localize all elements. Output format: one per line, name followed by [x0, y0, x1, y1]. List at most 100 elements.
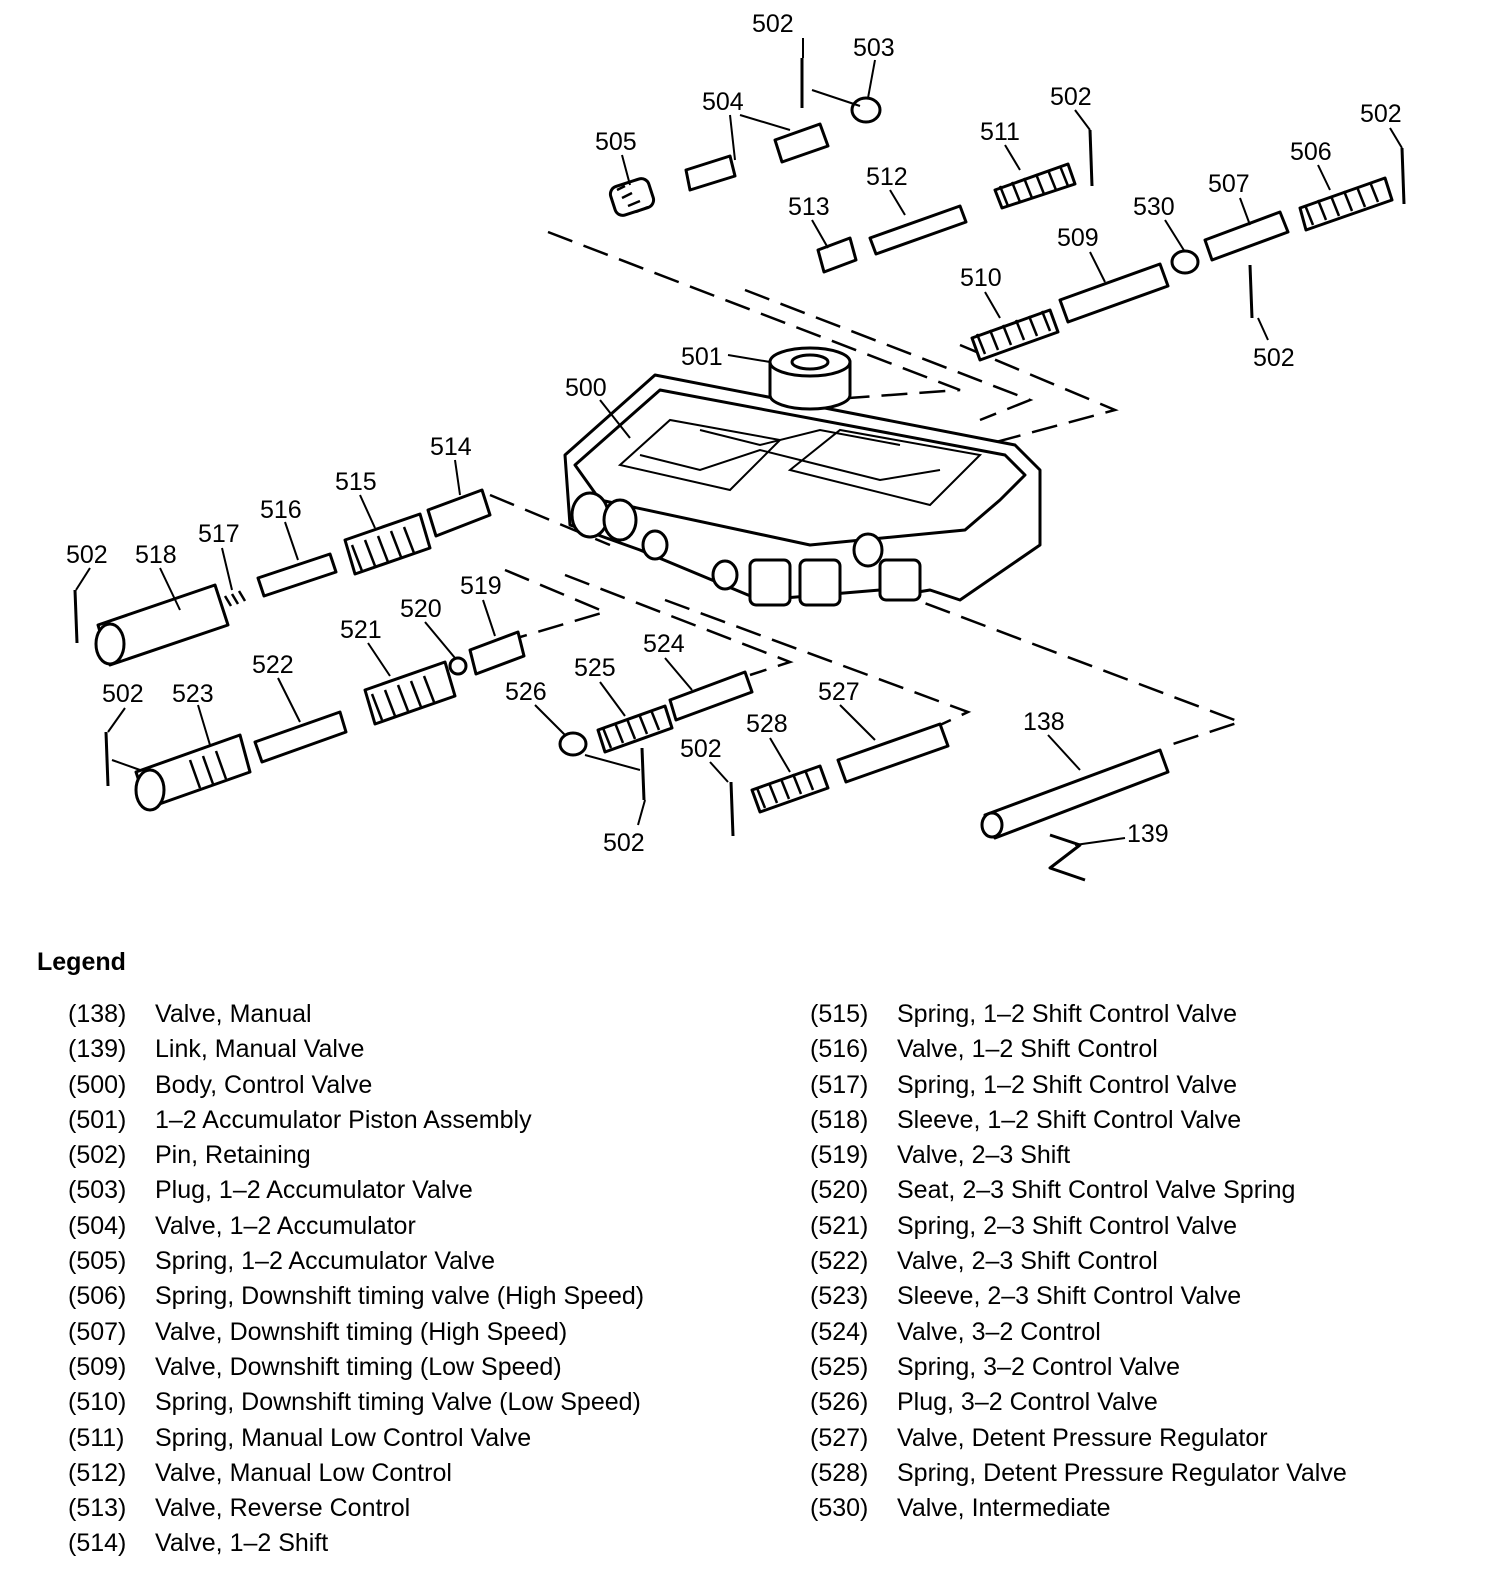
- legend-item-description: Plug, 1–2 Accumulator Valve: [155, 1176, 473, 1205]
- callout-label: 511: [980, 118, 1020, 146]
- legend-item: (502)Pin, Retaining: [68, 1141, 644, 1176]
- callout-label: 516: [260, 496, 302, 524]
- legend-item-description: Valve, Downshift timing (Low Speed): [155, 1352, 562, 1381]
- legend-item: (514)Valve, 1–2 Shift: [68, 1529, 644, 1564]
- callout-label: 505: [595, 128, 637, 156]
- callout-label: 523: [172, 680, 214, 708]
- callout-label: 502: [1253, 344, 1295, 372]
- callout-label: 502: [680, 735, 722, 763]
- legend-item: (518)Sleeve, 1–2 Shift Control Valve: [810, 1106, 1347, 1141]
- legend-item-description: Spring, Manual Low Control Valve: [155, 1423, 532, 1452]
- exploded-valve-body-diagram: 502 503 504 505 511 502 502 506 507 530 …: [66, 10, 1406, 882]
- legend-item-description: Valve, Downshift timing (High Speed): [155, 1317, 568, 1346]
- legend-item-description: Spring, 1–2 Shift Control Valve: [897, 1070, 1238, 1099]
- legend-item: (513) Valve, Reverse Control: [68, 1494, 644, 1529]
- legend-item: (528)Spring, Detent Pressure Regulator V…: [810, 1459, 1347, 1494]
- legend-item-description: Valve, 2–3 Shift Control: [897, 1247, 1158, 1276]
- legend-item-description: Valve, 1–2 Shift: [155, 1529, 329, 1558]
- legend-item: (524) Valve, 3–2 Control: [810, 1318, 1347, 1353]
- accumulator-piston: [768, 346, 852, 411]
- callout-label: 502: [66, 541, 108, 569]
- legend-item-number: (509): [68, 1352, 127, 1381]
- legend-item-description: Pin, Retaining: [155, 1141, 311, 1170]
- callout-label: 526: [505, 678, 547, 706]
- legend-item: (519)Valve, 2–3 Shift: [810, 1141, 1347, 1176]
- legend-item-description: Seat, 2–3 Shift Control Valve Spring: [897, 1176, 1296, 1205]
- legend-item: (525) Spring, 3–2 Control Valve: [810, 1353, 1347, 1388]
- legend-item: (139)Link, Manual Valve: [68, 1035, 644, 1070]
- legend-item-number: (517): [810, 1070, 869, 1099]
- legend-item-number: (511): [68, 1423, 125, 1452]
- callout-label: 513: [788, 193, 830, 221]
- legend-item-description: Valve, 1–2 Shift Control: [897, 1035, 1158, 1064]
- upper-valve-train: [608, 96, 1394, 362]
- callout-label: 502: [603, 829, 645, 857]
- legend-item-number: (527): [810, 1423, 869, 1452]
- legend-item: (504) Valve, 1–2 Accumulator: [68, 1212, 644, 1247]
- callout-label: 518: [135, 541, 177, 569]
- legend-title: Legend: [37, 948, 126, 976]
- legend-item-number: (507): [68, 1317, 127, 1346]
- legend-item-description: Valve, Manual Low Control: [155, 1458, 452, 1487]
- callout-label: 500: [565, 374, 607, 402]
- legend-item-description: Spring, Downshift timing valve (High Spe…: [155, 1282, 645, 1311]
- callout-label: 501: [681, 343, 723, 371]
- legend-item-description: Valve, Reverse Control: [155, 1494, 411, 1523]
- legend-item-number: (512): [68, 1458, 127, 1487]
- callout-label: 515: [335, 468, 377, 496]
- legend-item: (517) Spring, 1–2 Shift Control Valve: [810, 1071, 1347, 1106]
- callout-label: 510: [960, 264, 1002, 292]
- legend-item: (503) Plug, 1–2 Accumulator Valve: [68, 1176, 644, 1211]
- legend-item-number: (526): [810, 1388, 869, 1417]
- legend-item-number: (500): [68, 1070, 127, 1099]
- legend-item-description: Spring, Downshift timing Valve (Low Spee…: [155, 1388, 641, 1417]
- legend-item-number: (523): [810, 1282, 869, 1311]
- callout-label: 138: [1023, 708, 1065, 736]
- legend-item-number: (504): [68, 1211, 127, 1240]
- legend-item-number: (503): [68, 1176, 127, 1205]
- callout-label: 503: [853, 34, 895, 62]
- legend-item-description: Valve, 1–2 Accumulator: [155, 1211, 416, 1240]
- legend-item: (515)Spring, 1–2 Shift Control Valve: [810, 1000, 1347, 1035]
- callout-label: 509: [1057, 224, 1099, 252]
- legend-item-number: (525): [810, 1352, 869, 1381]
- legend-item: (138) Valve, Manual: [68, 1000, 644, 1035]
- legend-item-description: Valve, Manual: [155, 1000, 312, 1028]
- callout-label: 512: [866, 163, 908, 191]
- legend-item: (521)Spring, 2–3 Shift Control Valve: [810, 1212, 1347, 1247]
- legend-item: (527)Valve, Detent Pressure Regulator: [810, 1424, 1347, 1459]
- legend-item-number: (501): [68, 1105, 127, 1134]
- legend-item: (507) Valve, Downshift timing (High Speed…: [68, 1318, 644, 1353]
- legend-item: (530) Valve, Intermediate: [810, 1494, 1347, 1529]
- legend-item-description: Spring, Detent Pressure Regulator Valve: [897, 1458, 1347, 1487]
- legend-item-description: Valve, 2–3 Shift: [897, 1141, 1071, 1170]
- legend-item: (516)Valve, 1–2 Shift Control: [810, 1035, 1347, 1070]
- callout-label: 502: [1360, 100, 1402, 128]
- legend-item-description: Spring, 1–2 Shift Control Valve: [897, 1000, 1238, 1028]
- legend-item: (509) Valve, Downshift timing (Low Speed): [68, 1353, 644, 1388]
- legend-item-number: (513): [68, 1494, 127, 1523]
- legend-item: (510) Spring, Downshift timing Valve (Low…: [68, 1388, 644, 1423]
- legend-item-number: (518): [810, 1105, 869, 1134]
- legend-item: (523)Sleeve, 2–3 Shift Control Valve: [810, 1282, 1347, 1317]
- legend-item: (511) Spring, Manual Low Control Valve: [68, 1424, 644, 1459]
- legend-item: (522)Valve, 2–3 Shift Control: [810, 1247, 1347, 1282]
- legend-item-description: 1–2 Accumulator Piston Assembly: [155, 1105, 532, 1134]
- callout-label: 507: [1208, 170, 1250, 198]
- legend-item-number: (524): [810, 1317, 869, 1346]
- legend-item-number: (139): [68, 1035, 127, 1064]
- callout-label: 530: [1133, 193, 1175, 221]
- legend-item-description: Valve, Intermediate: [897, 1494, 1111, 1523]
- legend-item-description: Spring, 3–2 Control Valve: [897, 1352, 1181, 1381]
- legend-item-number: (138): [68, 1000, 127, 1028]
- legend-item-number: (530): [810, 1494, 869, 1523]
- callout-leaders: [75, 38, 1403, 846]
- legend-item-description: Spring, 2–3 Shift Control Valve: [897, 1211, 1238, 1240]
- legend-item-number: (510): [68, 1388, 127, 1417]
- callout-label: 524: [643, 630, 685, 658]
- callout-label: 527: [818, 678, 860, 706]
- legend-item-description: Valve, 3–2 Control: [897, 1317, 1101, 1346]
- legend-item: (506) Spring, Downshift timing valve (Hig…: [68, 1282, 644, 1317]
- legend-item-number: (506): [68, 1282, 127, 1311]
- callout-label: 502: [102, 680, 144, 708]
